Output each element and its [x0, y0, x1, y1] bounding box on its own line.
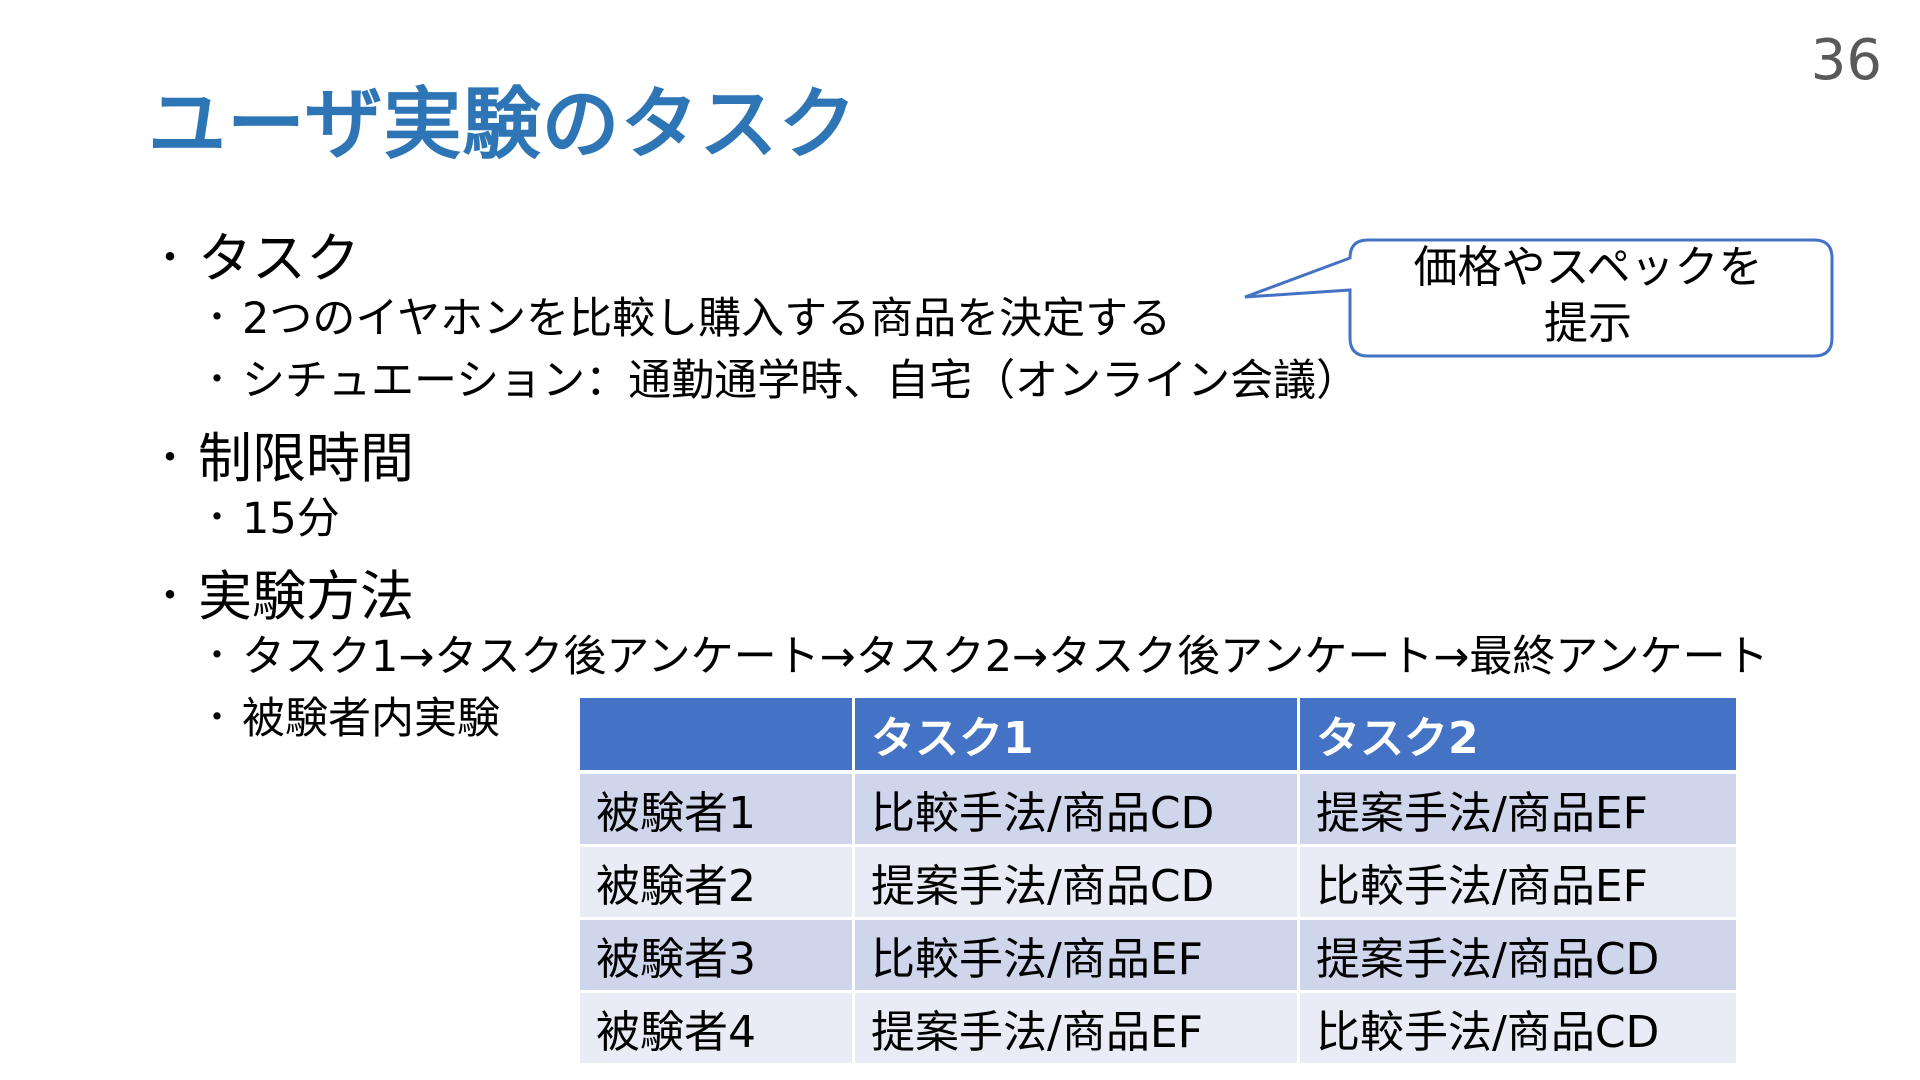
bullet-task-item-1-text: 2つのイヤホンを比較し購入する商品を決定する	[242, 294, 1172, 344]
bullet-dot: ・	[200, 498, 234, 538]
table-cell-subject: 被験者3	[580, 918, 855, 993]
bullet-time-limit-item-1-text: 15分	[242, 494, 340, 544]
bullet-dot: ・	[200, 698, 234, 738]
table-row: 被験者2 提案手法/商品CD 比較手法/商品EF	[580, 845, 1736, 920]
bullet-time-limit-item-1: ・15分	[200, 484, 340, 546]
table-header-cell: タスク2	[1298, 698, 1736, 774]
bullet-task-label: タスク	[198, 227, 360, 290]
bullet-dot: ・	[200, 636, 234, 676]
bullet-time-limit: ・制限時間	[150, 414, 414, 493]
table-header-row: タスク1 タスク2	[580, 698, 1736, 774]
table-header-cell: タスク1	[853, 698, 1300, 774]
bullet-method-item-2-text: 被験者内実験	[242, 694, 500, 744]
callout-text: 価格やスペックを 提示	[1348, 240, 1828, 352]
bullet-dot: ・	[150, 573, 190, 619]
bullet-method-item-2: ・被験者内実験	[200, 684, 500, 746]
bullet-task-item-2: ・シチュエーション：通勤通学時、自宅（オンライン会議）	[200, 346, 1359, 408]
bullet-dot: ・	[200, 360, 234, 400]
table-cell-task1: 提案手法/商品CD	[853, 845, 1300, 920]
table-cell-task2: 比較手法/商品CD	[1298, 991, 1736, 1066]
table-row: 被験者1 比較手法/商品CD 提案手法/商品EF	[580, 772, 1736, 847]
assignment-table: タスク1 タスク2 被験者1 比較手法/商品CD 提案手法/商品EF 被験者2 …	[580, 698, 1736, 1066]
bullet-method: ・実験方法	[150, 552, 414, 631]
page-number: 36	[1810, 28, 1882, 93]
table-cell-subject: 被験者2	[580, 845, 855, 920]
bullet-time-limit-label: 制限時間	[198, 427, 414, 490]
bullet-method-item-1-text: タスク1→タスク後アンケート→タスク2→タスク後アンケート→最終アンケート	[242, 632, 1769, 682]
callout-line-1: 価格やスペックを	[1413, 242, 1763, 293]
table-cell-subject: 被験者4	[580, 991, 855, 1066]
bullet-task-item-1: ・2つのイヤホンを比較し購入する商品を決定する	[200, 284, 1171, 346]
bullet-task-item-2-text: シチュエーション：通勤通学時、自宅（オンライン会議）	[242, 356, 1360, 406]
bullet-task: ・タスク	[150, 214, 360, 293]
bullet-dot: ・	[200, 298, 234, 338]
bullet-method-item-1: ・タスク1→タスク後アンケート→タスク2→タスク後アンケート→最終アンケート	[200, 622, 1769, 684]
bullet-dot: ・	[150, 235, 190, 281]
slide-title: ユーザ実験のタスク	[148, 80, 858, 170]
table-cell-task1: 比較手法/商品EF	[853, 918, 1300, 993]
table-cell-task1: 比較手法/商品CD	[853, 772, 1300, 847]
table-header-cell	[580, 698, 855, 774]
bullet-dot: ・	[150, 435, 190, 481]
bullet-method-label: 実験方法	[198, 565, 414, 628]
table-row: 被験者3 比較手法/商品EF 提案手法/商品CD	[580, 918, 1736, 993]
table-cell-subject: 被験者1	[580, 772, 855, 847]
table-cell-task2: 比較手法/商品EF	[1298, 845, 1736, 920]
table-row: 被験者4 提案手法/商品EF 比較手法/商品CD	[580, 991, 1736, 1066]
callout-line-2: 提示	[1544, 298, 1632, 349]
table-cell-task2: 提案手法/商品CD	[1298, 918, 1736, 993]
table-cell-task2: 提案手法/商品EF	[1298, 772, 1736, 847]
table-cell-task1: 提案手法/商品EF	[853, 991, 1300, 1066]
